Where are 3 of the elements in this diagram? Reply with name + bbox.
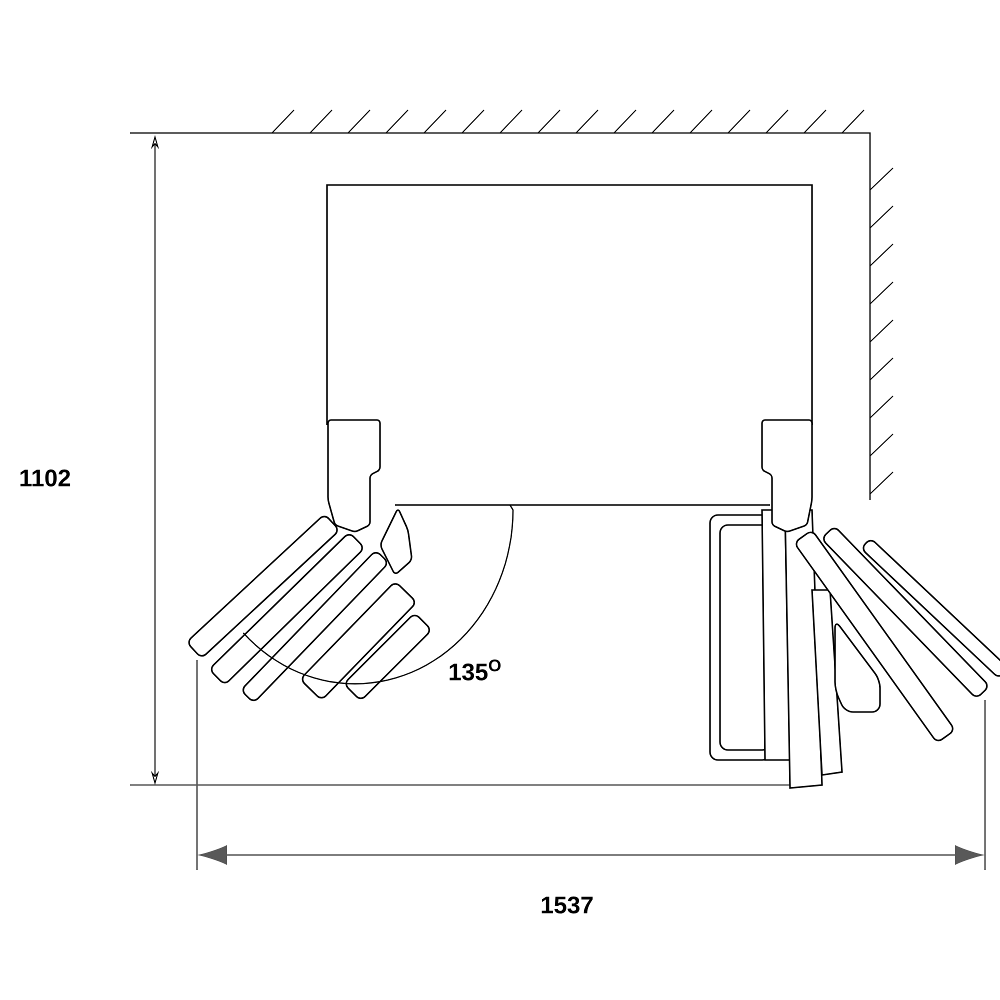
dimension-label: 1537 [542, 896, 593, 914]
dimension-label: 1102 [20, 470, 70, 486]
angle-label: 135$^{O}$ [450, 660, 501, 681]
